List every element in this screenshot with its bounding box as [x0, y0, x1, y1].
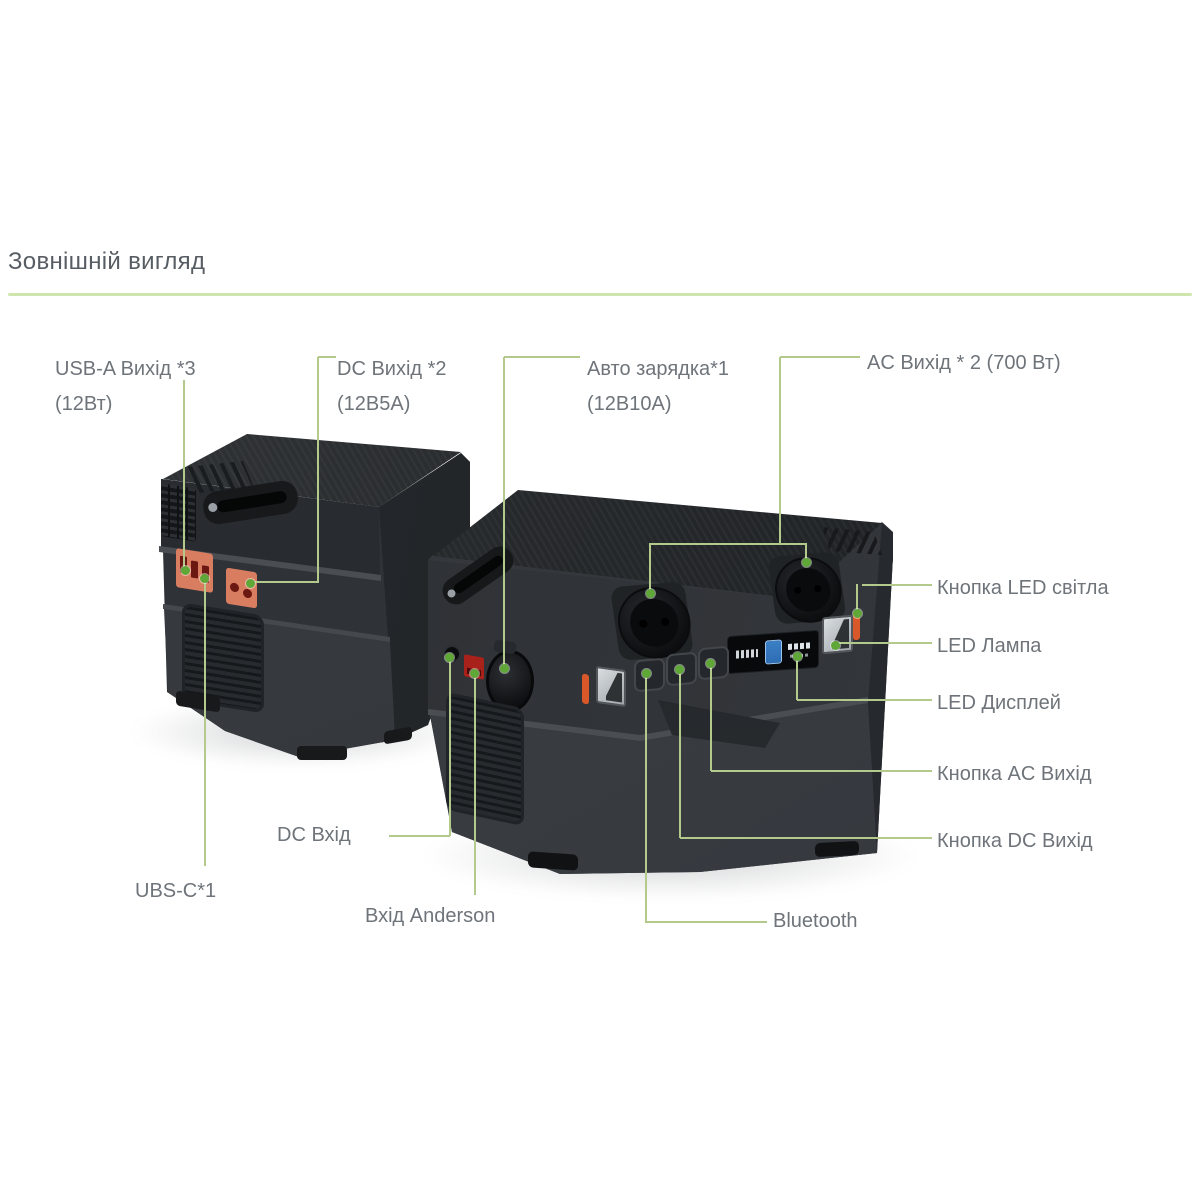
- front-unit-foot: [815, 840, 859, 858]
- dot-led-display: [793, 652, 802, 661]
- led-display-screen: [727, 629, 819, 675]
- leader-usb-a: [183, 380, 185, 570]
- leader-led-display: [797, 699, 932, 701]
- leader-dc-button: [680, 837, 932, 839]
- leader-ac-button-drop: [710, 663, 712, 771]
- leader-dc-button-drop: [679, 669, 681, 838]
- front-unit-foot: [528, 851, 578, 871]
- leader-led-lamp: [836, 642, 932, 644]
- title-underline: [8, 293, 1192, 296]
- dot-car-charge: [500, 664, 509, 673]
- led-lamp-left: [596, 665, 626, 708]
- label-usb-c: UBS-C*1: [135, 880, 217, 902]
- label-car-charge: Авто зарядка*1(12В10А): [587, 358, 730, 415]
- ac-socket-well: [783, 566, 834, 614]
- dot-bluetooth: [642, 669, 651, 678]
- label-led-lamp: LED Лампа: [937, 635, 1042, 657]
- ac-socket-pin-hole: [660, 617, 670, 627]
- leader-led-display-drop: [796, 656, 798, 700]
- dot-led-button: [853, 609, 862, 618]
- leader-ac-out-bar: [649, 543, 807, 545]
- leader-usb-c: [204, 578, 206, 866]
- leader-dc-out-tick: [318, 356, 336, 358]
- leader-led-button: [862, 584, 932, 586]
- label-ac-output: AC Вихід * 2 (700 Вт): [867, 352, 1061, 374]
- dot-usb-c: [200, 574, 209, 583]
- leader-dc-in: [389, 835, 450, 837]
- label-led-light-button: Кнопка LED світла: [937, 577, 1109, 599]
- leader-car-charge-arm: [504, 356, 580, 358]
- leader-ac-out-drop1: [649, 543, 651, 593]
- leader-anderson: [474, 673, 476, 895]
- label-dc-output: DC Вихід *2(12В5А): [337, 358, 447, 415]
- leader-led-button-drop: [856, 584, 858, 613]
- display-battery-icon: [765, 639, 782, 665]
- leader-ac-button: [711, 770, 932, 772]
- label-bluetooth: Bluetooth: [773, 910, 858, 932]
- dot-ac-button: [706, 659, 715, 668]
- dot-ac-socket-1: [646, 589, 655, 598]
- front-unit-front-vent: [446, 691, 524, 827]
- leader-dc-in-drop: [449, 657, 451, 836]
- label-led-display: LED Дисплей: [937, 692, 1061, 714]
- back-unit-foot: [297, 746, 347, 760]
- ac-socket-pin-hole: [793, 586, 802, 595]
- leader-ac-out: [779, 357, 781, 545]
- dot-dc-in: [445, 653, 454, 662]
- dot-dc-button: [675, 665, 684, 674]
- leader-bluetooth-drop: [645, 673, 647, 923]
- leader-ac-out-arm: [780, 356, 860, 358]
- ac-socket-pin-hole: [813, 584, 822, 593]
- display-segment-right: [788, 642, 812, 650]
- lamp-shade: [606, 671, 622, 703]
- dot-dc-out: [246, 579, 255, 588]
- leader-dc-out-arm: [250, 581, 318, 583]
- leader-car-charge: [503, 357, 505, 668]
- label-ac-button: Кнопка AC Вихід: [937, 763, 1092, 785]
- dot-anderson: [470, 669, 479, 678]
- ac-socket-well: [626, 596, 682, 649]
- orange-slit-left: [582, 673, 589, 705]
- leader-dc-out: [317, 357, 319, 583]
- dot-usb-a: [181, 566, 190, 575]
- label-anderson-input: Вхід Anderson: [365, 905, 496, 927]
- label-usb-a-output: USB-A Вихід *3(12Вт): [55, 358, 196, 415]
- label-dc-input: DC Вхід: [277, 824, 351, 846]
- leader-bluetooth: [645, 921, 767, 923]
- ac-socket-pin-hole: [638, 619, 648, 629]
- display-segment-left: [736, 649, 758, 659]
- page-title: Зовнішній вигляд: [8, 248, 206, 275]
- dot-ac-socket-2: [802, 558, 811, 567]
- leader-ac-out-drop2: [805, 543, 807, 562]
- dot-led-lamp: [831, 641, 840, 650]
- label-dc-button: Кнопка DC Вихід: [937, 830, 1093, 852]
